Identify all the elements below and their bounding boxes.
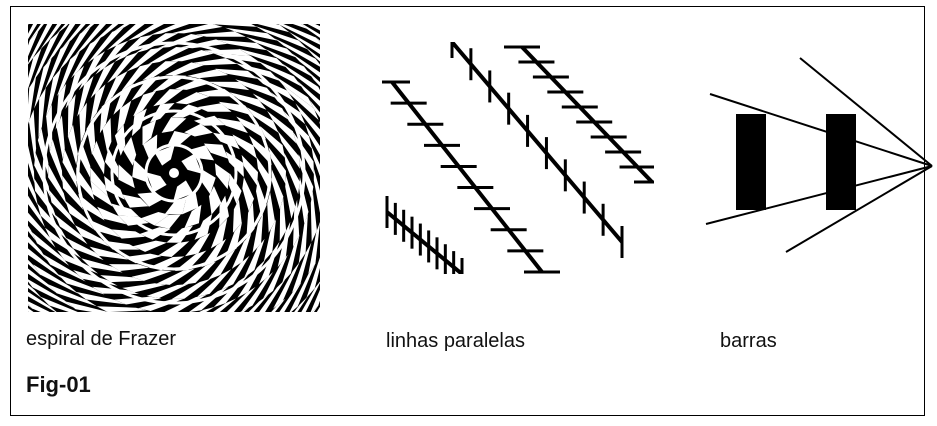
- figure-label: Fig-01: [26, 372, 91, 398]
- converging-line: [786, 166, 932, 252]
- parallel-line: [387, 212, 462, 274]
- far-bar: [826, 114, 856, 210]
- caption-parallel-lines: linhas paralelas: [386, 330, 525, 353]
- parallel-lines-illustration: [382, 42, 654, 274]
- parallel-line: [452, 42, 622, 242]
- parallel-line: [522, 47, 652, 182]
- caption-bars: barras: [720, 330, 777, 353]
- frazer-spiral-illustration: [28, 24, 320, 312]
- bars-illustration: [702, 56, 937, 256]
- near-bar: [736, 114, 766, 210]
- caption-frazer-spiral: espiral de Frazer: [26, 328, 176, 351]
- parallel-line: [392, 82, 542, 272]
- converging-line: [800, 58, 932, 166]
